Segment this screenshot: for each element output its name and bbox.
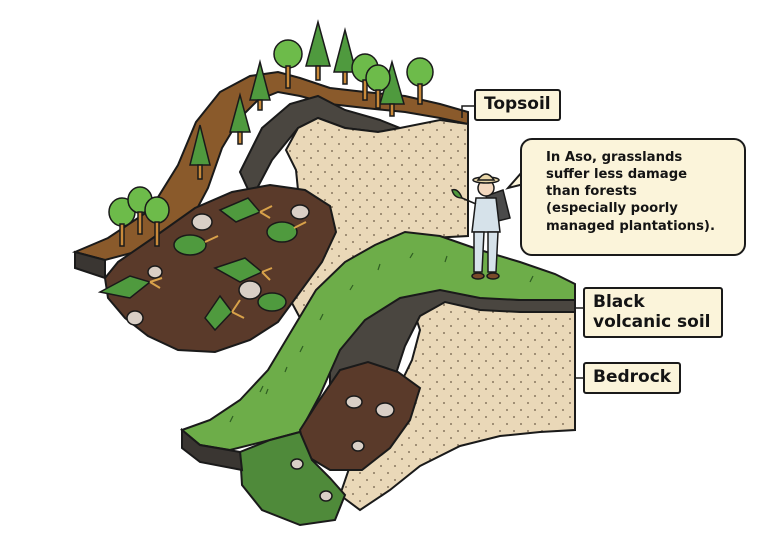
leader-line-topsoil (461, 105, 474, 118)
hiker (451, 173, 511, 280)
rock (238, 280, 262, 300)
rock (191, 213, 213, 231)
speech-bubble: In Aso, grasslands suffer less damage th… (520, 138, 746, 256)
label-black-line1: Black (593, 292, 645, 312)
grass-front-face (181, 427, 244, 472)
forest-trees (108, 19, 434, 247)
label-topsoil: Topsoil (474, 89, 561, 121)
grass-debris (298, 360, 422, 471)
callout-line: than forests (546, 184, 637, 200)
rock (126, 310, 144, 326)
rock (290, 458, 304, 470)
callout-line: suffer less damage (546, 167, 688, 183)
rock (351, 440, 365, 452)
grass-hill (180, 230, 576, 527)
rock (345, 395, 363, 409)
callout-line: (especially poorly (546, 201, 678, 217)
label-bedrock: Bedrock (583, 362, 682, 394)
rock (375, 402, 395, 418)
label-bedrock-text: Bedrock (593, 367, 672, 387)
rock (319, 490, 333, 502)
tree-roots (149, 205, 307, 319)
label-black-line2: volcanic soil (593, 311, 711, 332)
rock (147, 265, 163, 279)
callout-line: managed plantations). (546, 218, 715, 234)
rock (290, 204, 310, 220)
label-black-volcanic-soil: Black volcanic soil (583, 287, 723, 339)
forest-hill (71, 19, 469, 354)
label-topsoil-text: Topsoil (484, 94, 551, 114)
callout-line: In Aso, grasslands (546, 150, 683, 165)
grass-turf-block (238, 430, 347, 527)
